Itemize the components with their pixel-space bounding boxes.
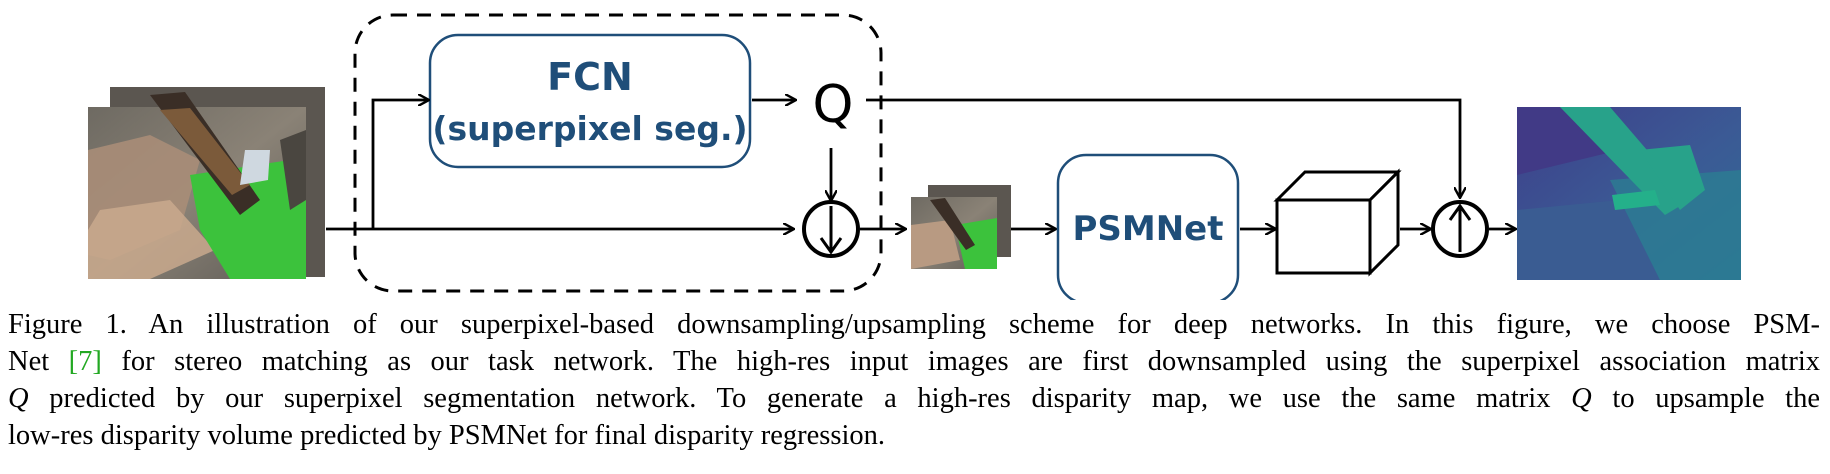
psmnet-box: PSMNet (1056, 153, 1240, 300)
caption-line-2: Net [7] for stereo matching as our task … (8, 343, 1820, 380)
caption-text: for stereo matching as our task network.… (101, 346, 1820, 377)
lowres-stereo-images (911, 185, 1011, 269)
input-stereo-images (88, 87, 325, 279)
fcn-subtitle: (superpixel seg.) (432, 109, 747, 148)
circle-up-arrow-icon (1431, 200, 1489, 258)
math-symbol-q: Q (1571, 383, 1592, 414)
caption-line-3: Q predicted by our superpixel segmentati… (8, 380, 1820, 417)
pipeline-figure: FCN (superpixel seg.) Q PSMNet (88, 13, 1741, 300)
caption-text: to upsample the (1591, 383, 1820, 414)
cube-icon (1273, 168, 1402, 277)
math-symbol-q: Q (8, 383, 29, 414)
q-to-upsample-arrow (866, 98, 1460, 197)
fcn-box: FCN (superpixel seg.) (428, 33, 752, 169)
q-matrix-symbol: Q (813, 75, 854, 135)
figure-caption: Figure 1. An illustration of our superpi… (8, 306, 1820, 454)
superpixel-module-region (353, 13, 883, 293)
circle-down-arrow-icon (802, 200, 860, 258)
input-to-fcn-arrow (371, 100, 428, 229)
caption-text: predicted by our superpixel segmentation… (28, 383, 1572, 414)
psmnet-title: PSMNet (1072, 209, 1223, 249)
fcn-title: FCN (547, 55, 633, 99)
caption-line-4: low-res disparity volume predicted by PS… (8, 420, 885, 451)
output-disparity-map (1517, 107, 1741, 280)
caption-text: Net (8, 346, 69, 377)
caption-line-1: Figure 1. An illustration of our superpi… (8, 309, 1820, 340)
citation-link[interactable]: [7] (68, 346, 102, 377)
